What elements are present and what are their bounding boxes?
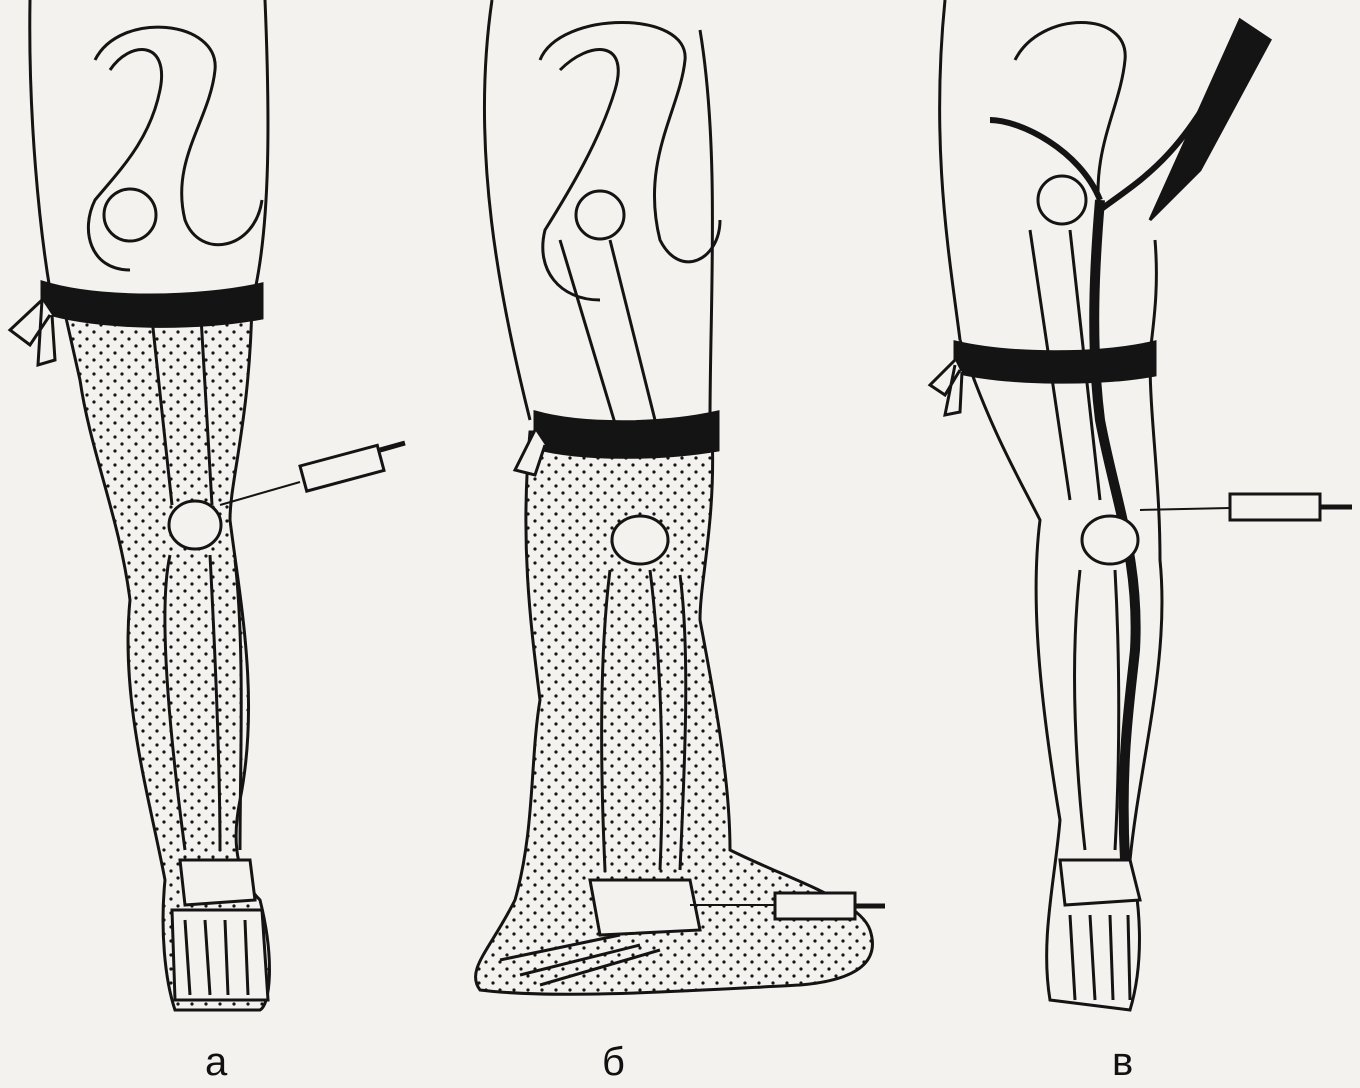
- patella: [612, 516, 668, 564]
- femur-shaft: [560, 240, 660, 440]
- panel-label-a: а: [205, 1040, 227, 1085]
- foot-bones: [1060, 860, 1140, 905]
- tourniquet-b: [535, 412, 718, 457]
- shin-bones: [1075, 570, 1119, 850]
- femur-head: [576, 191, 624, 239]
- pelvis-bone: [540, 23, 720, 262]
- leg-panel-v: [930, 0, 1352, 1010]
- muscle-band: [1150, 20, 1270, 220]
- leg-panel-a: [10, 0, 405, 1010]
- tourniquet-v: [955, 342, 1155, 382]
- panel-label-b: б: [602, 1040, 625, 1085]
- patella: [169, 501, 221, 549]
- foot-bones: [590, 880, 700, 935]
- leg-panel-b: [475, 0, 885, 994]
- patella: [1082, 516, 1138, 564]
- syringe-a: [300, 445, 384, 491]
- needle-v: [1140, 508, 1230, 510]
- tourniquet-a: [42, 282, 262, 326]
- femur-head: [104, 189, 156, 241]
- femur-head: [1038, 176, 1086, 224]
- syringe-b: [775, 893, 855, 919]
- pelvis-bone: [1015, 23, 1125, 221]
- panel-label-v: в: [1112, 1040, 1133, 1085]
- syringe-v: [1230, 494, 1320, 520]
